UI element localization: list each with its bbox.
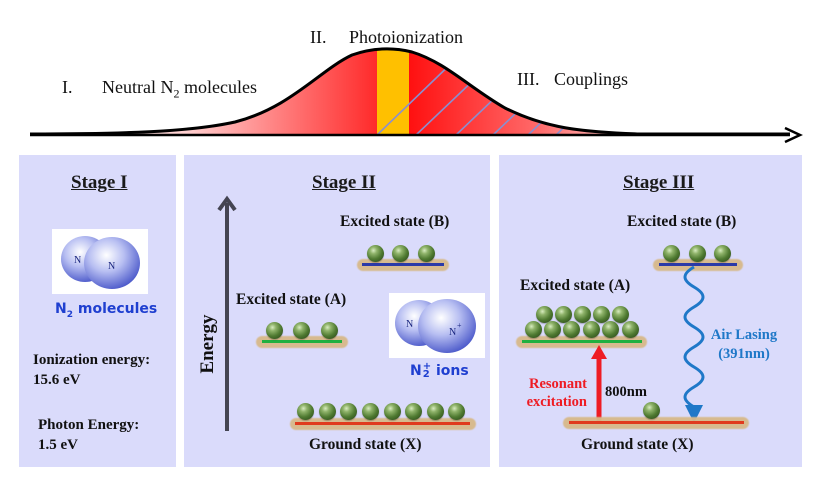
population-ball: [525, 321, 542, 338]
energy-axis-arrow: [217, 195, 237, 431]
population-ball: [319, 403, 336, 420]
time-axis-arrowhead: [784, 126, 803, 144]
stage2-ground-level: [295, 422, 470, 425]
label-stage2-photoionization: Photoionization: [349, 27, 463, 47]
population-ball: [612, 306, 629, 323]
stage2-title: Stage II: [312, 172, 376, 193]
stage3-excited-a-label: Excited state (A): [520, 277, 631, 294]
population-ball: [340, 403, 357, 420]
stage3-excited-b-label: Excited state (B): [627, 213, 737, 230]
atom-right-label: N: [449, 327, 456, 338]
population-ball: [448, 403, 465, 420]
population-ball: [663, 245, 680, 262]
label-stage1-neutral: Neutral N2 molecules: [102, 77, 257, 101]
population-ball: [643, 402, 660, 419]
photon-energy-label: Photon Energy:: [38, 417, 140, 433]
stage2-ground-label: Ground state (X): [309, 436, 422, 453]
population-ball: [392, 245, 409, 262]
population-ball: [405, 403, 422, 420]
ionization-energy-label: Ionization energy:: [33, 352, 151, 368]
pulse-fill-photoionization: [377, 48, 409, 135]
n2-molecule-image: N N: [52, 229, 148, 294]
n2-ion-icon: N N +: [395, 299, 476, 353]
stage3-excited-b-level: [659, 263, 737, 266]
population-ball: [536, 306, 553, 323]
stage3-excited-a-level: [522, 340, 642, 343]
resonant-excitation-arrow: [591, 345, 607, 423]
stage2-excited-a-level: [262, 340, 342, 343]
population-ball: [418, 245, 435, 262]
label-stage2-numeral: II.: [310, 27, 327, 47]
label-stage1-numeral: I.: [62, 77, 73, 97]
ionization-energy-value: 15.6 eV: [33, 372, 81, 388]
stage2-excited-a-label: Excited state (A): [236, 291, 347, 308]
stage2-excited-b-level: [362, 263, 444, 266]
population-ball: [321, 322, 338, 339]
pulse-diagram: [29, 47, 803, 144]
n2-ions-caption: N+2 ions: [410, 361, 469, 380]
population-ball: [293, 322, 310, 339]
label-stage3-couplings: Couplings: [554, 69, 629, 89]
population-ball: [362, 403, 379, 420]
resonant-excitation-label: Resonant excitation: [526, 376, 587, 410]
population-ball: [593, 306, 610, 323]
population-ball: [427, 403, 444, 420]
population-ball: [563, 321, 580, 338]
population-ball: [266, 322, 283, 339]
population-ball: [574, 306, 591, 323]
population-ball: [583, 321, 600, 338]
population-ball: [555, 306, 572, 323]
population-ball: [297, 403, 314, 420]
air-lasing-arrow: [683, 265, 705, 423]
population-ball: [602, 321, 619, 338]
atom-right-label: N: [108, 261, 115, 272]
stage3-title: Stage III: [623, 172, 695, 193]
population-ball: [622, 321, 639, 338]
atom-right-charge: +: [457, 321, 462, 330]
label-stage3-numeral: III.: [517, 69, 540, 89]
pump-wavelength-label: 800nm: [605, 384, 647, 400]
energy-axis-label: Energy: [197, 314, 218, 374]
air-lasing-label: Air Lasing (391nm): [710, 327, 778, 362]
photon-energy-value: 1.5 eV: [38, 437, 78, 453]
stage3-panel: Stage III Excited state (B) Excited stat…: [499, 155, 802, 467]
atom-left-label: N: [74, 255, 81, 266]
population-ball: [714, 245, 731, 262]
pulse-envelope-curve: [29, 47, 790, 136]
stage2-excited-b-label: Excited state (B): [340, 213, 450, 230]
stage3-ground-label: Ground state (X): [581, 436, 694, 453]
stage3-ground-level: [569, 421, 744, 424]
stage2-panel: Stage II Energy Excited state (B) Excite…: [184, 155, 490, 467]
stage1-panel: Stage I N N N2 molecules Ionization ener…: [19, 155, 176, 467]
stage1-title: Stage I: [71, 172, 128, 193]
population-ball: [689, 245, 706, 262]
population-ball: [384, 403, 401, 420]
n2-molecule-icon: N N: [61, 236, 140, 289]
n2-ion-image: N N +: [389, 293, 485, 358]
population-ball: [367, 245, 384, 262]
atom-left-label: N: [406, 319, 413, 330]
n2-molecules-caption: N2 molecules: [55, 301, 158, 320]
population-ball: [544, 321, 561, 338]
